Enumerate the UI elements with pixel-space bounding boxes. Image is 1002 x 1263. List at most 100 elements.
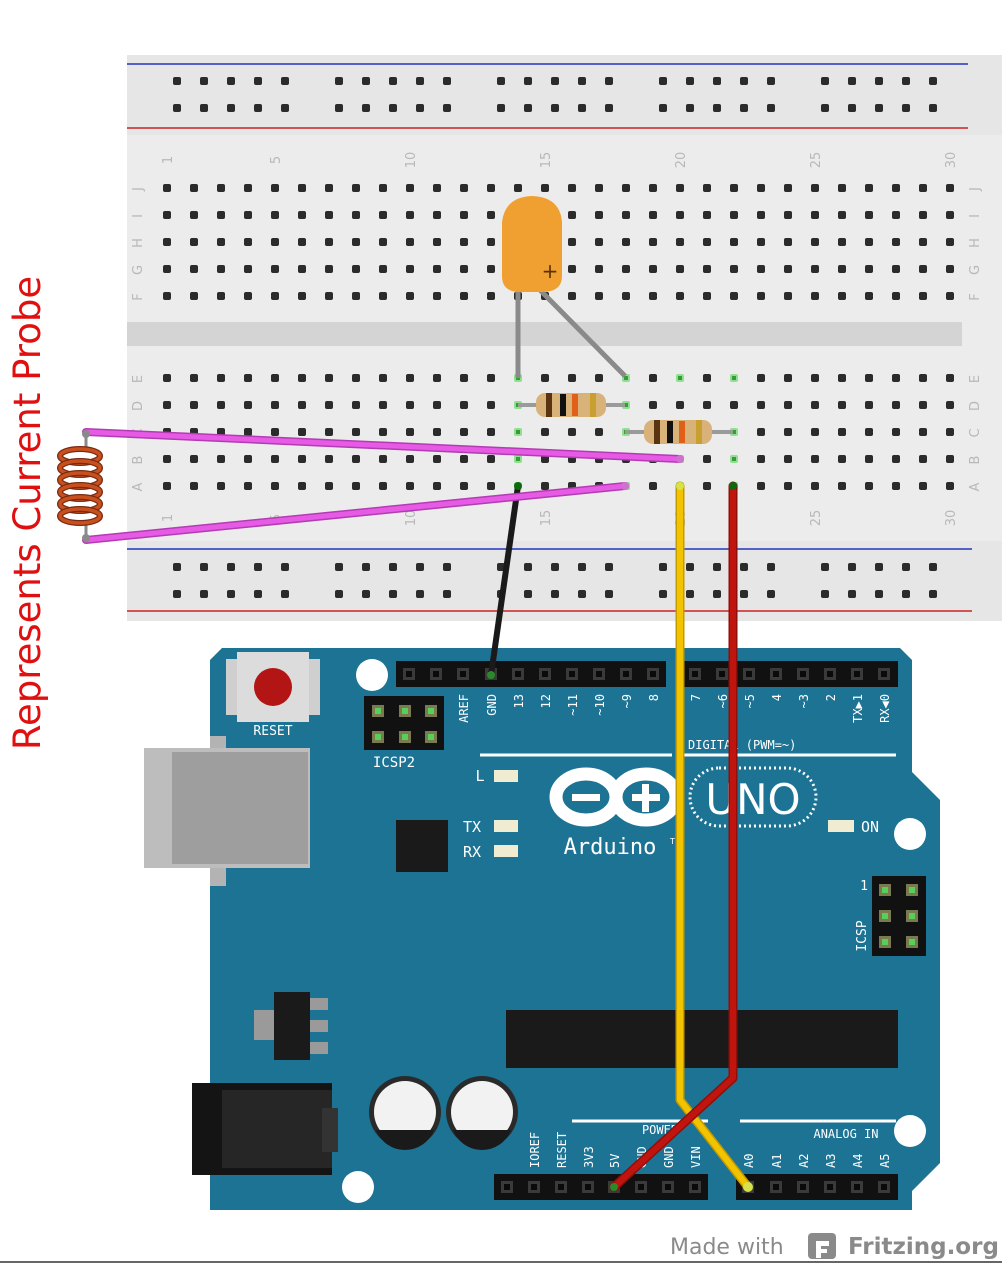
breadboard-hole[interactable] [325,265,333,273]
breadboard-hole[interactable] [406,455,414,463]
breadboard-hole[interactable] [649,292,657,300]
breadboard-hole[interactable] [676,401,684,409]
breadboard-hole[interactable] [497,77,505,85]
breadboard-hole[interactable] [865,374,873,382]
breadboard-hole[interactable] [919,401,927,409]
breadboard-hole[interactable] [659,77,667,85]
breadboard-hole[interactable] [406,401,414,409]
breadboard-hole[interactable] [271,265,279,273]
breadboard-hole[interactable] [946,292,954,300]
breadboard-hole[interactable] [649,184,657,192]
breadboard-hole[interactable] [946,211,954,219]
breadboard-hole[interactable] [730,184,738,192]
breadboard-hole[interactable] [443,563,451,571]
breadboard-hole[interactable] [703,401,711,409]
breadboard-hole[interactable] [757,455,765,463]
breadboard-hole[interactable] [784,184,792,192]
breadboard-hole[interactable] [659,104,667,112]
resistor-2[interactable] [625,420,733,444]
breadboard-hole[interactable] [767,590,775,598]
breadboard-hole[interactable] [568,292,576,300]
breadboard-hole[interactable] [352,184,360,192]
breadboard-hole[interactable] [551,590,559,598]
breadboard-hole[interactable] [298,292,306,300]
breadboard-hole[interactable] [730,401,738,409]
breadboard-hole[interactable] [406,238,414,246]
breadboard-hole[interactable] [244,292,252,300]
breadboard-hole[interactable] [173,590,181,598]
breadboard-hole[interactable] [379,184,387,192]
breadboard-hole[interactable] [497,104,505,112]
breadboard-hole[interactable] [362,590,370,598]
breadboard-hole[interactable] [757,211,765,219]
breadboard-hole[interactable] [784,292,792,300]
breadboard-hole[interactable] [568,184,576,192]
breadboard-hole[interactable] [200,590,208,598]
breadboard-hole[interactable] [433,455,441,463]
breadboard-hole[interactable] [595,428,603,436]
breadboard-hole[interactable] [838,455,846,463]
breadboard-hole[interactable] [325,401,333,409]
breadboard-hole[interactable] [811,401,819,409]
breadboard-hole[interactable] [254,563,262,571]
breadboard-hole[interactable] [487,292,495,300]
breadboard-hole[interactable] [892,455,900,463]
breadboard-hole[interactable] [389,590,397,598]
breadboard-hole[interactable] [595,374,603,382]
breadboard-hole[interactable] [676,184,684,192]
breadboard-hole[interactable] [892,482,900,490]
breadboard-hole[interactable] [487,428,495,436]
breadboard-hole[interactable] [811,455,819,463]
breadboard-hole[interactable] [487,401,495,409]
breadboard-hole[interactable] [406,428,414,436]
breadboard-hole[interactable] [649,265,657,273]
breadboard-hole[interactable] [676,211,684,219]
breadboard-hole[interactable] [433,211,441,219]
breadboard-hole[interactable] [244,374,252,382]
breadboard-hole[interactable] [605,77,613,85]
breadboard-hole[interactable] [730,211,738,219]
breadboard-hole[interactable] [433,428,441,436]
breadboard-hole[interactable] [163,455,171,463]
breadboard-hole[interactable] [713,104,721,112]
breadboard-hole[interactable] [676,265,684,273]
breadboard-hole[interactable] [838,482,846,490]
breadboard-hole[interactable] [892,428,900,436]
breadboard-hole[interactable] [298,401,306,409]
breadboard-hole[interactable] [281,104,289,112]
breadboard-hole[interactable] [460,482,468,490]
breadboard-hole[interactable] [190,292,198,300]
breadboard-hole[interactable] [244,184,252,192]
breadboard-hole[interactable] [460,455,468,463]
breadboard-hole[interactable] [487,184,495,192]
breadboard-hole[interactable] [335,590,343,598]
breadboard-hole[interactable] [379,482,387,490]
breadboard-hole[interactable] [757,482,765,490]
breadboard-hole[interactable] [362,104,370,112]
breadboard-hole[interactable] [244,211,252,219]
breadboard-hole[interactable] [443,590,451,598]
breadboard-hole[interactable] [676,292,684,300]
breadboard-hole[interactable] [352,374,360,382]
breadboard-hole[interactable] [271,211,279,219]
breadboard-hole[interactable] [821,590,829,598]
breadboard-hole[interactable] [730,292,738,300]
breadboard-hole[interactable] [379,428,387,436]
breadboard-hole[interactable] [892,401,900,409]
breadboard-hole[interactable] [298,428,306,436]
breadboard-hole[interactable] [865,184,873,192]
breadboard-hole[interactable] [784,374,792,382]
breadboard-hole[interactable] [460,184,468,192]
breadboard-hole[interactable] [595,211,603,219]
breadboard-hole[interactable] [865,265,873,273]
breadboard-hole[interactable] [244,428,252,436]
red-wire-5v[interactable] [609,481,738,1192]
breadboard-hole[interactable] [379,265,387,273]
black-wire-gnd[interactable] [488,483,521,678]
breadboard-hole[interactable] [190,374,198,382]
breadboard-hole[interactable] [757,184,765,192]
breadboard-hole[interactable] [524,590,532,598]
breadboard-hole[interactable] [460,211,468,219]
breadboard-hole[interactable] [541,374,549,382]
breadboard-hole[interactable] [946,428,954,436]
